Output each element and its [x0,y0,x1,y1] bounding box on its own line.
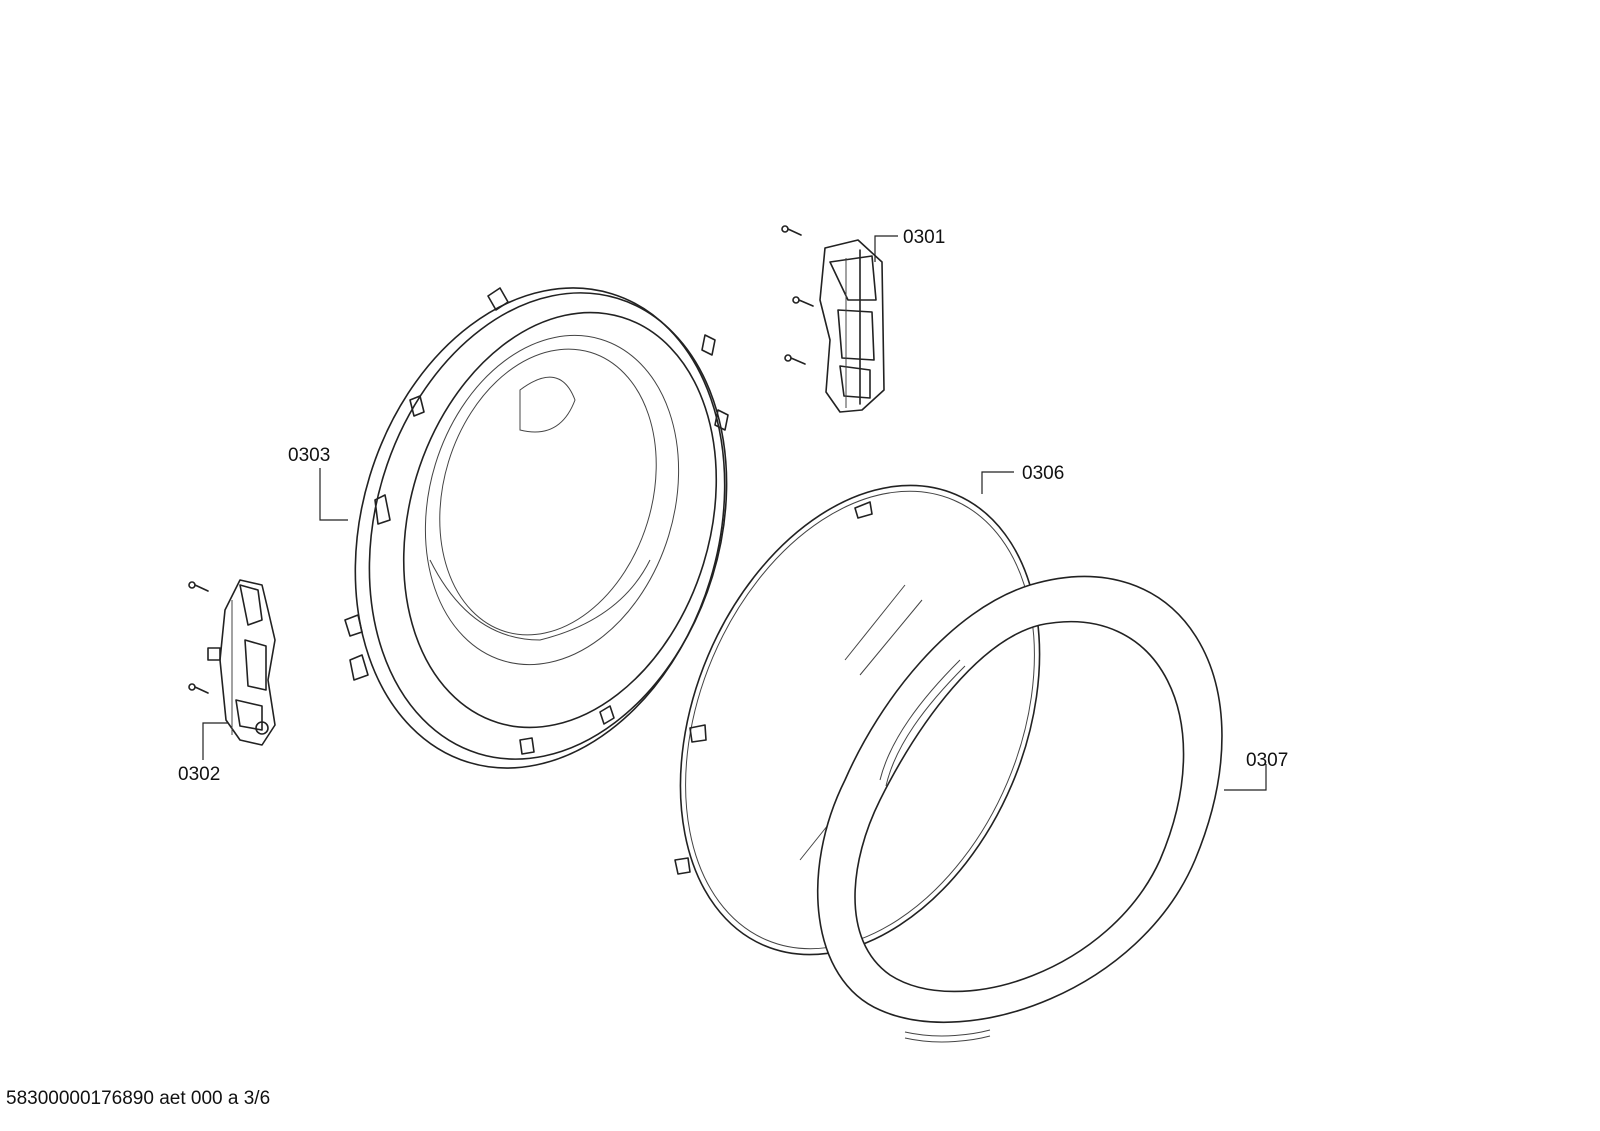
leader-0303 [319,468,348,521]
label-0307[interactable]: 0307 [1246,750,1288,771]
leader-0307 [1224,764,1267,791]
part-0306-door-glass[interactable] [612,430,1107,1010]
screw-icon [784,354,806,365]
screw-icon [781,225,802,236]
screw-icon [792,296,814,307]
leader-0306 [981,471,1014,494]
label-0301[interactable]: 0301 [903,227,945,248]
part-0302-latch-bracket[interactable] [188,579,276,746]
part-0301-hinge-bracket[interactable] [781,225,885,413]
label-0306[interactable]: 0306 [1022,463,1064,484]
label-0303[interactable]: 0303 [288,445,330,466]
part-0307-outer-door-ring[interactable] [816,575,1223,1043]
leader-lines [202,235,1267,791]
label-0302[interactable]: 0302 [178,764,220,785]
leader-0302 [202,722,228,760]
screw-icon [188,581,209,592]
leader-0301 [874,235,898,262]
part-0303-door-frame[interactable] [298,242,782,815]
screw-icon [188,683,209,694]
drawing-reference-number: 58300000176890 aet 000 a 3/6 [6,1088,271,1109]
